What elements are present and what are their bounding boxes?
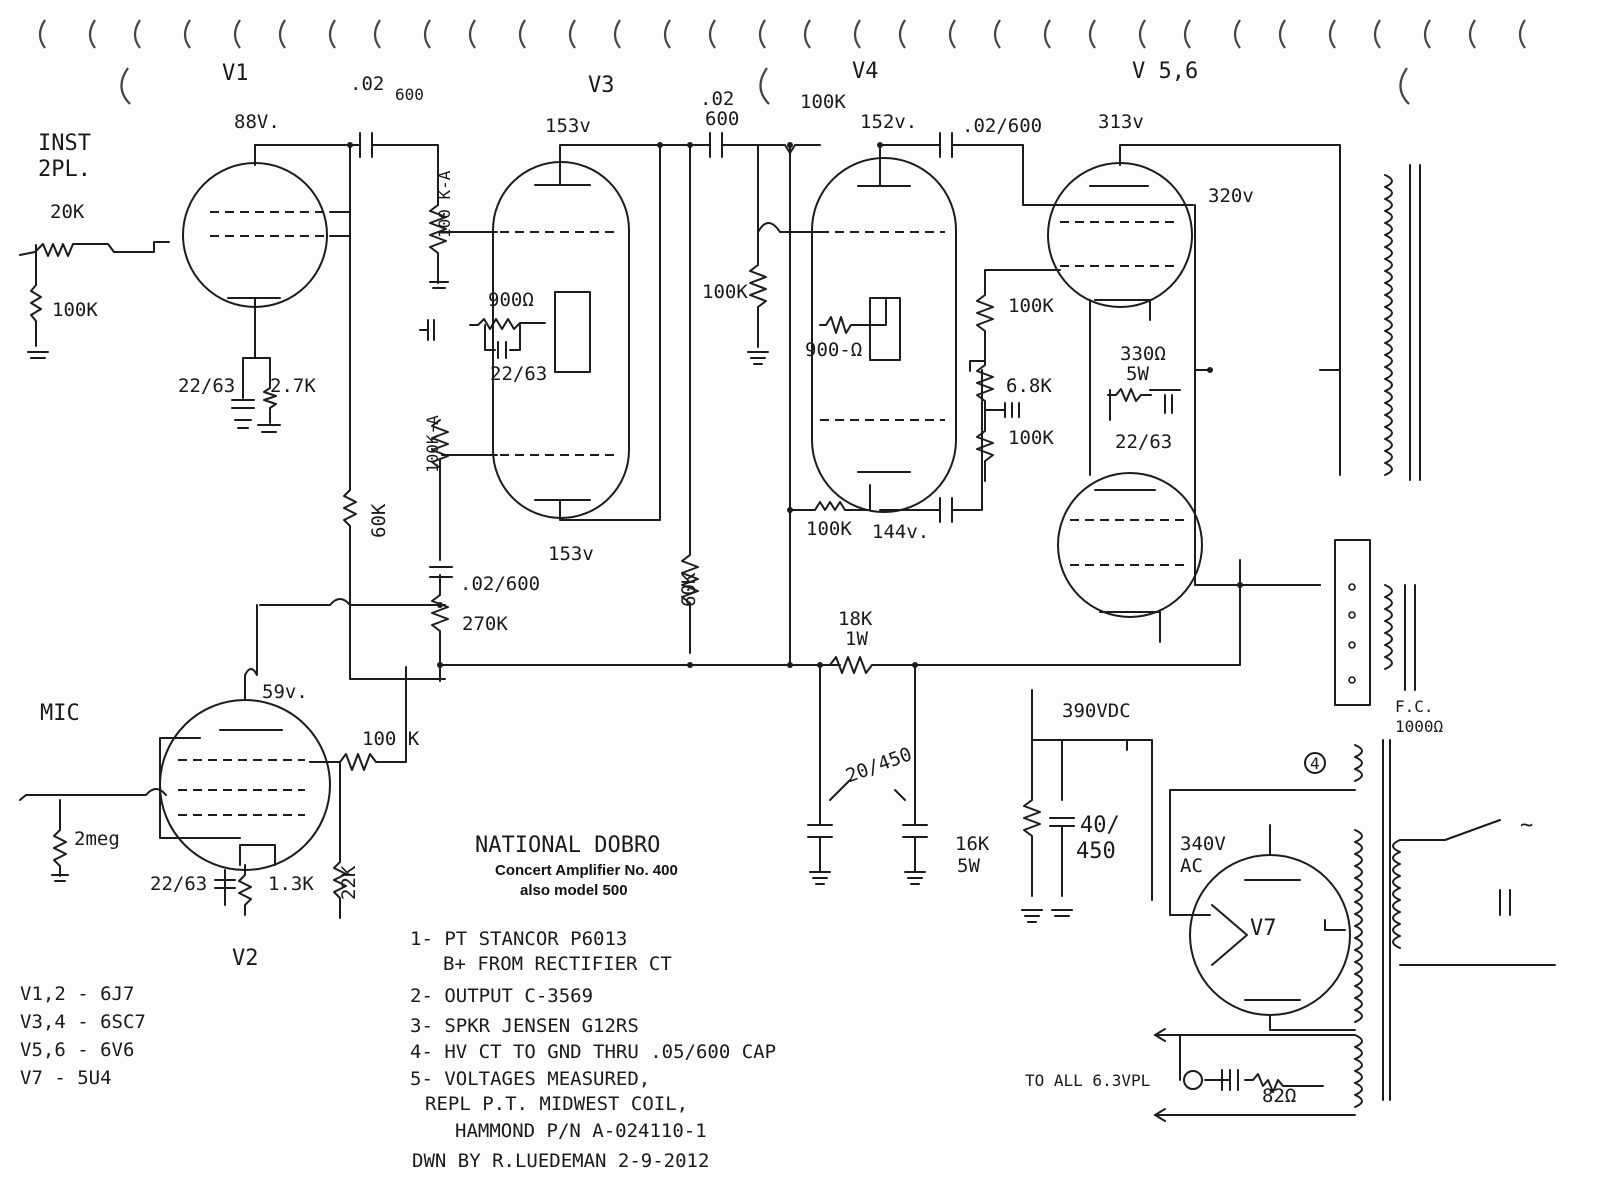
cap-v1-cathode: 22/63 xyxy=(178,375,235,397)
cap-v3-cathode: 22/63 xyxy=(490,363,547,385)
cap-mix-value: .02/600 xyxy=(460,573,540,595)
label-inst-2pl: 2PL. xyxy=(38,157,91,182)
res-18k-watt: 1W xyxy=(845,628,868,650)
tube-list-3: V5,6 - 6V6 xyxy=(20,1039,134,1061)
wiring xyxy=(19,132,1556,1122)
res-330: 330Ω xyxy=(1120,343,1166,365)
title-line-1: NATIONAL DOBRO xyxy=(475,833,660,858)
tube-list-1: V1,2 - 6J7 xyxy=(20,983,134,1005)
cap-v1-rating: 600 xyxy=(395,85,424,104)
pin-4-label: 4 xyxy=(1310,754,1320,773)
res-v4-cathode: 900-Ω xyxy=(805,339,862,361)
res-82: 82Ω xyxy=(1262,1085,1296,1107)
cap-v3-rating: 600 xyxy=(705,108,739,130)
v3-plate-voltage: 153v xyxy=(545,115,591,137)
tube-list-2: V3,4 - 6SC7 xyxy=(20,1011,146,1033)
cap-output-cathode: 22/63 xyxy=(1115,431,1172,453)
res-60k-b: 60K xyxy=(678,572,700,607)
label-v4: V4 xyxy=(852,59,879,84)
heater-note: TO ALL 6.3VPL xyxy=(1025,1071,1150,1090)
tube-v4 xyxy=(811,157,957,513)
tube-v6 xyxy=(1057,472,1203,618)
note-2: 2- OUTPUT C-3569 xyxy=(410,985,593,1007)
cap-v3-value: .02 xyxy=(700,88,734,110)
label-v3: V3 xyxy=(588,73,615,98)
fc-label: F.C. xyxy=(1395,697,1434,716)
cap-filter: 20/450 xyxy=(843,743,915,787)
tube-v3 xyxy=(492,161,630,519)
note-1: 1- PT STANCOR P6013 xyxy=(410,928,627,950)
res-330-watt: 5W xyxy=(1126,363,1149,385)
res-mic-100k: 100 K xyxy=(362,728,420,750)
v1-plate-voltage: 88V. xyxy=(234,111,280,133)
cap-40-rating: 450 xyxy=(1076,839,1116,864)
tube-list-4: V7 - 5U4 xyxy=(20,1067,112,1089)
res-v4-plate-2: 100K xyxy=(806,518,852,540)
label-v56: V 5,6 xyxy=(1132,59,1198,84)
ht-ac-voltage: 340V xyxy=(1180,833,1226,855)
pot-top-value: 100 K-A xyxy=(435,170,454,238)
res-pi-100k-2: 100K xyxy=(1008,427,1054,449)
drawn-by: DWN BY R.LUEDEMAN 2-9-2012 xyxy=(412,1150,709,1172)
note-3: 3- SPKR JENSEN G12RS xyxy=(410,1015,639,1037)
v2-plate-voltage: 59v. xyxy=(262,681,308,703)
res-16k: 16K xyxy=(955,833,990,855)
fc-ohm: 1000Ω xyxy=(1395,717,1444,736)
tube-labels: V1 V3 V4 V 5,6 V2 V7 xyxy=(222,59,1277,971)
res-pi-100k: 100K xyxy=(1008,295,1054,317)
res-v2-cathode: 1.3K xyxy=(268,873,314,895)
component-labels: .02 600 .02 600 .02/600 .02/600 20K 100K… xyxy=(50,73,1533,1107)
cap-v1-value: .02 xyxy=(350,73,384,95)
res-inst-series: 20K xyxy=(50,201,85,223)
note-1b: B+ FROM RECTIFIER CT xyxy=(443,953,672,975)
note-5b: REPL P.T. MIDWEST COIL, xyxy=(425,1093,688,1115)
res-6k8: 6.8K xyxy=(1006,375,1052,397)
ac-symbol: ~ xyxy=(1520,813,1533,838)
res-2meg: 2meg xyxy=(74,828,120,850)
v4-plate-voltage-bottom: 144v. xyxy=(872,521,929,543)
pot-bottom-value: 100K-A xyxy=(423,415,442,473)
res-inst-shunt: 100K xyxy=(52,299,98,321)
label-v2: V2 xyxy=(232,946,259,971)
notebook-rings xyxy=(38,19,1526,105)
v4-plate-voltage: 152v. xyxy=(860,111,917,133)
cap-v4-value: .02/600 xyxy=(962,115,1042,137)
label-mic: MIC xyxy=(40,701,80,726)
cap-40: 40/ xyxy=(1080,813,1120,838)
notes-block: 1- PT STANCOR P6013 B+ FROM RECTIFIER CT… xyxy=(410,928,776,1172)
v56-plate-voltage: 313v xyxy=(1098,111,1144,133)
res-16k-watt: 5W xyxy=(957,855,980,877)
voltage-labels: 88V. 153v 153v 152v. 144v. 313v 320v 59v… xyxy=(234,111,1254,877)
title-block: NATIONAL DOBRO Concert Amplifier No. 400… xyxy=(475,833,678,899)
res-v3-cathode: 900Ω xyxy=(488,289,534,311)
note-4: 4- HV CT TO GND THRU .05/600 CAP xyxy=(410,1041,776,1063)
res-18k: 18K xyxy=(838,608,873,630)
res-v1-cathode: 2.7K xyxy=(270,375,316,397)
title-line-3: also model 500 xyxy=(520,882,628,899)
tube-v5 xyxy=(1047,162,1193,308)
b-plus-voltage: 390VDC xyxy=(1062,700,1131,722)
label-inst: INST xyxy=(38,131,91,156)
cap-v2-cathode: 22/63 xyxy=(150,873,207,895)
note-5c: HAMMOND P/N A-024110-1 xyxy=(455,1120,707,1142)
ht-ac-label: AC xyxy=(1180,855,1203,877)
v56-screen-voltage: 320v xyxy=(1208,185,1254,207)
label-v1: V1 xyxy=(222,61,249,86)
tube-v1 xyxy=(182,144,330,308)
res-v4-grid: 100K xyxy=(702,281,748,303)
note-5: 5- VOLTAGES MEASURED, xyxy=(410,1068,650,1090)
res-60k-a: 60K xyxy=(368,503,390,538)
title-line-2: Concert Amplifier No. 400 xyxy=(495,862,678,879)
res-22k: 22K xyxy=(338,865,360,900)
res-v4-plate: 100K xyxy=(800,91,846,113)
input-labels: INST 2PL. MIC xyxy=(38,131,91,726)
tube-list: V1,2 - 6J7 V3,4 - 6SC7 V5,6 - 6V6 V7 - 5… xyxy=(20,983,146,1089)
res-270k: 270K xyxy=(462,613,508,635)
tube-v2 xyxy=(159,699,331,871)
v3-plate-voltage-bottom: 153v xyxy=(548,543,594,565)
label-v7: V7 xyxy=(1250,916,1277,941)
